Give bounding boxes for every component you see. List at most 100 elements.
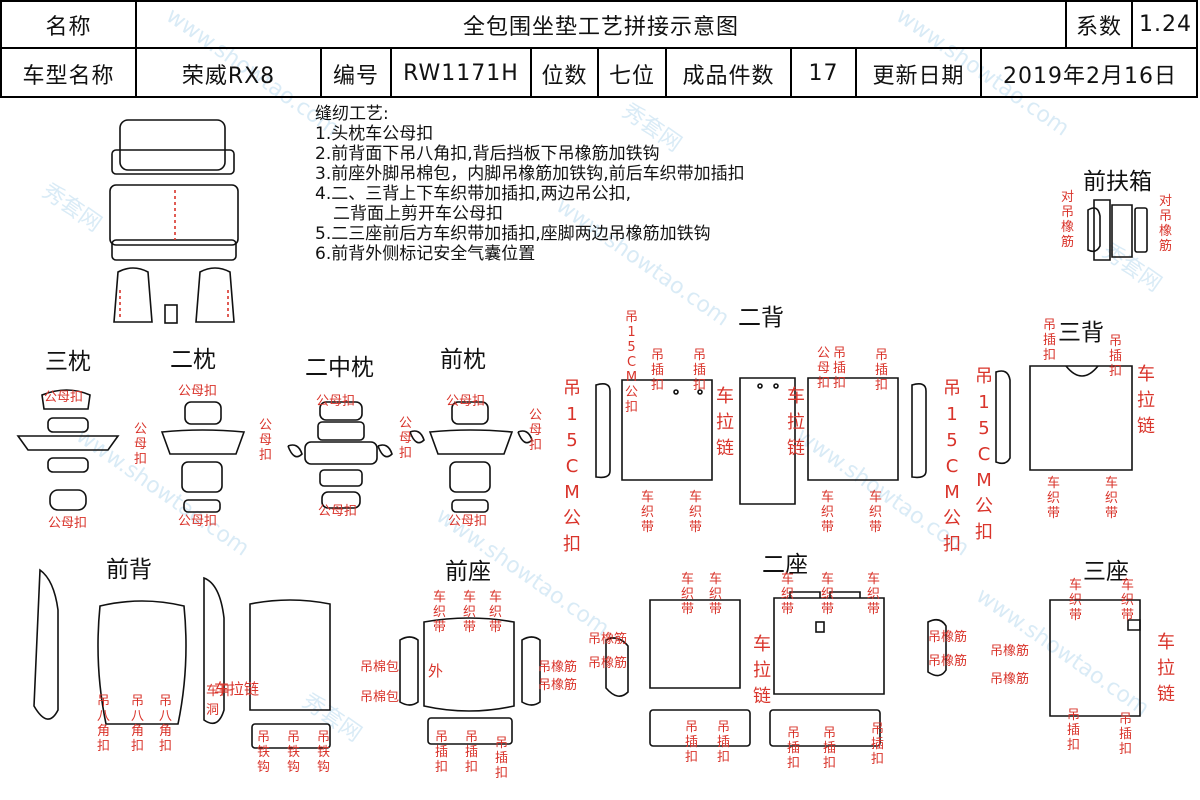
anno-hanging-clip: 吊插扣 xyxy=(464,730,478,775)
anno-cotton-pad: 吊棉包 xyxy=(360,690,400,705)
anno-iron-hook: 吊铁钩 xyxy=(256,730,270,775)
model-label: 车型名称 xyxy=(2,49,137,98)
seats-value: 七位 xyxy=(599,49,667,98)
anno-paired-elastic: 对吊橡筋 xyxy=(1060,190,1074,250)
title-second-back: 二背 xyxy=(738,305,784,331)
coef-label: 系数 xyxy=(1067,2,1133,49)
coef-value: 1.24 xyxy=(1133,2,1198,49)
title-third-back: 三背 xyxy=(1058,320,1104,346)
anno-cotton-pad: 吊棉包 xyxy=(360,660,400,675)
anno-hanging-clip: 吊插扣 xyxy=(1042,318,1056,363)
anno-zipper-text: 车拉链 xyxy=(214,680,260,698)
anno-hanging-clip: 吊插扣 xyxy=(1066,708,1080,753)
anno-outside: 外 xyxy=(428,662,444,680)
title-third-headrest: 三枕 xyxy=(45,349,91,375)
anno-elastic: 吊橡筋 xyxy=(588,656,628,671)
title-second-middle-headrest: 二中枕 xyxy=(305,355,374,381)
anno-15cm-male-snap: 吊15CM公扣 xyxy=(563,378,581,555)
anno-elastic: 吊橡筋 xyxy=(588,632,628,647)
anno-octagon-clip: 吊八角扣 xyxy=(158,694,172,754)
sewing-notes: 缝纫工艺: 1.头枕车公母扣 2.前背面下吊八角扣,背后挡板下吊橡筋加铁钩 3.… xyxy=(315,104,745,264)
note-line: 1.头枕车公母扣 xyxy=(315,124,434,144)
note-line: 2.前背面下吊八角扣,背后挡板下吊橡筋加铁钩 xyxy=(315,144,660,164)
anno-webbing: 车织带 xyxy=(820,490,834,535)
anno-hanging-clip: 吊插扣 xyxy=(716,720,730,765)
anno-snap-button-vertical: 公母扣 xyxy=(528,408,542,453)
title-front-headrest: 前枕 xyxy=(440,347,486,373)
anno-15cm-male-snap: 吊15CM公扣 xyxy=(943,378,961,555)
anno-zipper: 车拉链 xyxy=(1157,632,1175,705)
anno-webbing: 车织带 xyxy=(640,490,654,535)
note-line: 5.二三座前后方车织带加插扣,座脚两边吊橡筋加铁钩 xyxy=(315,224,711,244)
anno-elastic: 吊橡筋 xyxy=(990,672,1030,687)
anno-webbing: 车织带 xyxy=(432,590,446,635)
note-line: 二背面上剪开车公母扣 xyxy=(333,204,503,224)
anno-hanging-clip: 吊插扣 xyxy=(684,720,698,765)
anno-elastic: 吊橡筋 xyxy=(538,678,578,693)
anno-webbing: 车织带 xyxy=(868,490,882,535)
anno-webbing: 车织带 xyxy=(1046,476,1060,521)
anno-snap-button: 公母扣 xyxy=(178,514,218,529)
anno-15cm-male-snap-small: 吊15CM公扣 xyxy=(624,310,638,415)
second-seat-pieces xyxy=(605,591,947,747)
anno-hanging-clip: 吊插扣 xyxy=(692,348,706,393)
anno-hanging-clip: 吊插扣 xyxy=(786,726,800,771)
model-value: 荣威RX8 xyxy=(137,49,322,98)
anno-snap-button-vertical: 公母扣 xyxy=(133,422,147,467)
second-back-pieces xyxy=(595,377,927,505)
date-value: 2019年2月16日 xyxy=(1003,63,1177,89)
anno-snap-button: 公母扣 xyxy=(316,394,356,409)
anno-snap-button: 公母扣 xyxy=(448,514,488,529)
title-front-armrest: 前扶箱 xyxy=(1083,169,1152,195)
front-seat-pieces xyxy=(399,617,541,745)
name-label: 名称 xyxy=(2,2,137,49)
anno-snap-button-vertical: 公母扣 xyxy=(398,416,412,461)
pieces-value: 17 xyxy=(792,49,857,98)
anno-hanging-clip: 吊插扣 xyxy=(434,730,448,775)
anno-webbing: 车织带 xyxy=(708,572,722,617)
anno-snap-button: 公母扣 xyxy=(318,504,358,519)
anno-webbing: 车织带 xyxy=(488,590,502,635)
title-second-seat: 二座 xyxy=(762,552,808,578)
date-label: 更新日期 xyxy=(857,49,982,98)
seat-overview-diagram xyxy=(109,119,239,324)
anno-elastic: 吊橡筋 xyxy=(538,660,578,675)
anno-zipper: 车拉链 xyxy=(753,634,771,707)
title-second-headrest: 二枕 xyxy=(170,347,216,373)
front-back-pieces xyxy=(33,568,331,749)
anno-hanging-clip: 吊插扣 xyxy=(494,736,508,781)
anno-webbing: 车织带 xyxy=(688,490,702,535)
third-back-pieces xyxy=(995,199,1148,471)
anno-snap-button-vertical: 公母扣 xyxy=(258,418,272,463)
anno-iron-hook: 吊铁钩 xyxy=(316,730,330,775)
pieces-label: 成品件数 xyxy=(667,49,792,98)
anno-webbing: 车织带 xyxy=(866,572,880,617)
anno-webbing: 车织带 xyxy=(1104,476,1118,521)
anno-webbing: 车织带 xyxy=(1068,578,1082,623)
anno-elastic: 吊橡筋 xyxy=(990,644,1030,659)
title-front-seat: 前座 xyxy=(445,559,491,585)
anno-paired-elastic: 对吊橡筋 xyxy=(1158,194,1172,254)
code-value: RW1171H xyxy=(392,49,532,98)
anno-elastic: 吊橡筋 xyxy=(928,654,968,669)
anno-zipper: 车拉链 xyxy=(716,386,734,459)
code-label: 编号 xyxy=(322,49,392,98)
title-third-seat: 三座 xyxy=(1083,559,1129,585)
anno-hanging-clip: 吊插扣 xyxy=(822,726,836,771)
note-line: 4.二、三背上下车织带加插扣,两边吊公扣, xyxy=(315,184,632,204)
anno-cut-hole: 车开洞 xyxy=(206,684,233,718)
anno-elastic: 吊橡筋 xyxy=(928,630,968,645)
anno-hanging-clip: 吊插扣 xyxy=(874,348,888,393)
notes-heading: 缝纫工艺: xyxy=(315,104,389,124)
anno-octagon-clip: 吊八角扣 xyxy=(96,694,110,754)
anno-iron-hook: 吊铁钩 xyxy=(286,730,300,775)
anno-zipper: 车拉链 xyxy=(1137,364,1155,437)
note-line: 6.前背外侧标记安全气囊位置 xyxy=(315,244,536,264)
anno-hanging-clip: 吊插扣 xyxy=(870,722,884,767)
anno-snap-button: 公母扣 xyxy=(178,384,218,399)
seats-label: 位数 xyxy=(532,49,599,98)
anno-hanging-clip: 吊插扣 xyxy=(1118,712,1132,757)
page-title: 全包围坐垫工艺拼接示意图 xyxy=(137,2,1067,49)
anno-hanging-clip: 吊插扣 xyxy=(1108,334,1122,379)
third-seat-pieces xyxy=(1049,599,1141,717)
